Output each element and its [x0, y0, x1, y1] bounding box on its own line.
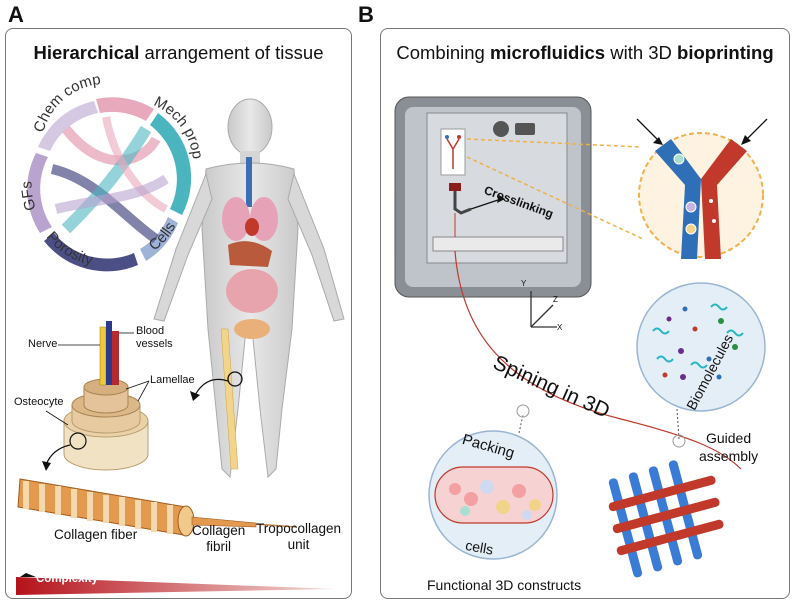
osteon-bone-illustration: [42, 321, 150, 471]
label-lamellae: Lamellae: [150, 374, 195, 386]
panel-a-title: Hierarchical arrangement of tissue: [6, 42, 351, 64]
collagen-fiber-illustration: [17, 478, 297, 537]
panel-a-illustration: Chem comp Mech prop Cells Porosity GFs: [16, 71, 345, 595]
label-nerve: Nerve: [28, 338, 58, 350]
panel-a-title-rest: arrangement of tissue: [139, 42, 324, 63]
panel-b-letter: B: [358, 2, 374, 27]
label-osteocyte: Osteocyte: [14, 396, 64, 408]
wheel-label-porosity: Porosity: [43, 228, 95, 269]
panel-b-title-bold1: microfluidics: [489, 42, 606, 63]
complexity-arrow-icon: [20, 573, 36, 577]
label-collagen-fiber: Collagen fiber: [54, 527, 138, 542]
panel-b-title-part2: with 3D: [605, 42, 678, 63]
guided-assembly-scaffold: [608, 460, 724, 578]
biomolecules-zoom: [636, 282, 766, 448]
axis-label-y: Y: [521, 279, 527, 288]
panel-b-title-part1: Combining: [396, 42, 490, 63]
axis-label-x: X: [557, 323, 563, 332]
label-complexity: Complexity: [36, 573, 98, 585]
panel-a: Hierarchical arrangement of tissue: [5, 28, 352, 599]
xyz-axes-icon: [530, 291, 557, 328]
panel-b-illustration: [394, 96, 768, 578]
panel-b: Combining microfluidics with 3D bioprint…: [380, 28, 790, 599]
bioprinter-illustration: [394, 96, 592, 298]
panel-a-title-bold: Hierarchical: [33, 42, 140, 63]
axis-label-z: Z: [553, 295, 558, 304]
label-blood-vessels: Blood vessels: [136, 325, 173, 351]
panel-b-title: Combining microfluidics with 3D bioprint…: [381, 42, 789, 64]
label-collagen-fibril: Collagen fibril: [192, 523, 246, 554]
label-guided-assembly: Guided assembly: [699, 430, 759, 465]
packing-cells-zoom: [428, 404, 558, 560]
property-chord-wheel: Chem comp Mech prop Cells Porosity GFs: [19, 71, 206, 272]
svg-text:Porosity: Porosity: [43, 228, 95, 269]
panel-a-letter: A: [8, 2, 24, 27]
human-body-figure: [153, 98, 345, 479]
label-tropocollagen-unit: Tropocollagen unit: [256, 521, 342, 552]
panel-b-title-bold2: bioprinting: [677, 42, 774, 63]
printed-filament-path: [454, 250, 742, 470]
label-functional-3d-constructs: Functional 3D constructs: [427, 577, 582, 593]
complexity-gradient-bar: [16, 577, 336, 595]
microfluidic-y-junction-zoom: [636, 118, 768, 259]
